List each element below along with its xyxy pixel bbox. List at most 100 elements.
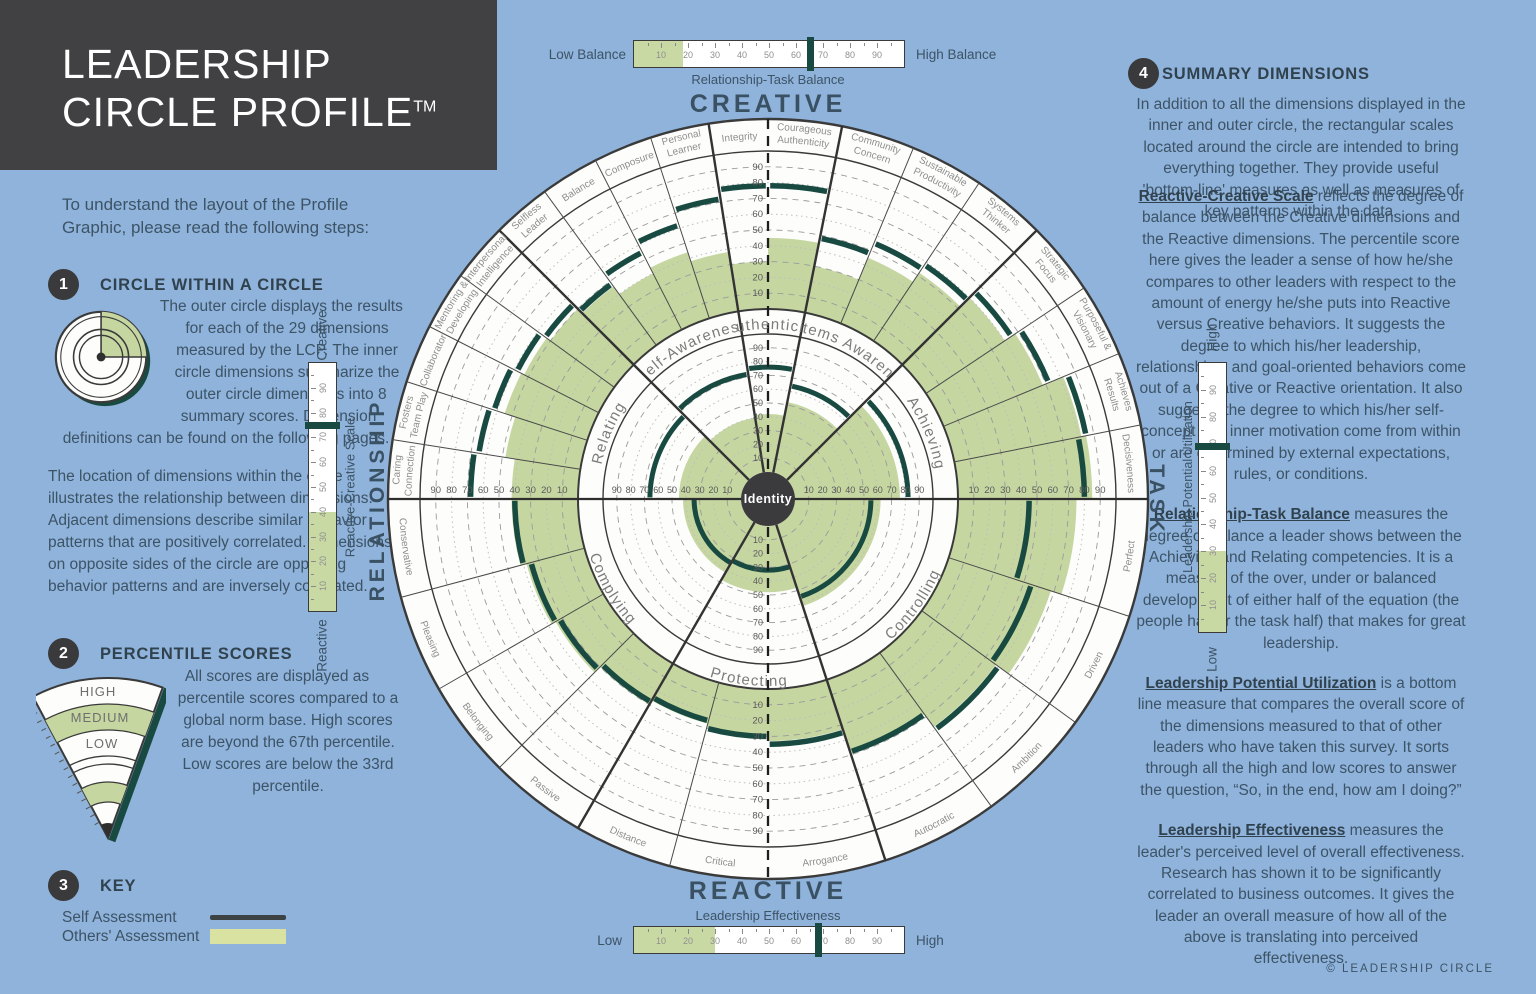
- wedge-ruler-tick: [67, 774, 73, 779]
- outer-others-sectors: [504, 237, 1093, 752]
- scale-tick: [661, 43, 662, 48]
- svg-text:60: 60: [653, 485, 663, 495]
- scale-tick: [1201, 564, 1204, 566]
- scale-tick-label: 60: [317, 457, 328, 468]
- scale-tick-label: 40: [1207, 519, 1218, 530]
- legend-self-row: Self Assessment: [62, 908, 342, 927]
- step1-para1: The outer circle displays the results fo…: [62, 298, 403, 447]
- wedge-ruler-tick: [54, 751, 60, 755]
- svg-text:40: 40: [752, 241, 763, 252]
- step1-para2: The location of dimensions within the ci…: [48, 468, 392, 595]
- scale-tick-label: 60: [790, 936, 802, 946]
- svg-text:30: 30: [695, 485, 705, 495]
- svg-text:60: 60: [478, 485, 489, 496]
- scale-tick: [311, 437, 316, 439]
- svg-text:10: 10: [722, 485, 732, 495]
- outer-self-arcs: [467, 183, 1089, 754]
- scale-tick: [877, 43, 878, 48]
- scale-tick: [311, 573, 314, 575]
- wedge-band-line: [72, 763, 134, 774]
- scale-tick: [311, 511, 316, 513]
- bottom-scale-name: Leadership Effectiveness: [695, 908, 841, 923]
- top-scale-name: Relationship-Task Balance: [691, 72, 845, 87]
- scale-tick: [1201, 510, 1204, 512]
- wedge-ruler-tick: [50, 743, 56, 747]
- scale-tick: [863, 43, 865, 46]
- donut-center-dot: [96, 352, 106, 362]
- svg-text:10: 10: [804, 485, 814, 495]
- svg-text:20: 20: [753, 549, 763, 559]
- scale-tick: [1201, 470, 1206, 472]
- summary-section-title: Leadership Effectiveness: [1158, 822, 1346, 840]
- scale-tick-label: 90: [1207, 384, 1218, 395]
- step4-badge: 4: [1128, 58, 1159, 89]
- legend-others-row: Others' Assessment: [62, 927, 342, 946]
- svg-text:50: 50: [753, 590, 763, 600]
- svg-text:70: 70: [752, 193, 763, 204]
- wedge-ruler-tick: [81, 798, 87, 802]
- svg-text:80: 80: [753, 357, 763, 367]
- scale-marker: [1195, 443, 1230, 451]
- scale-tick: [715, 43, 716, 48]
- svg-text:80: 80: [753, 631, 763, 641]
- scale-tick-label: 30: [709, 936, 721, 946]
- scale-tick: [311, 586, 316, 588]
- svg-text:50: 50: [494, 485, 505, 496]
- svg-text:20: 20: [984, 485, 995, 496]
- scale-tick-label: 10: [655, 936, 667, 946]
- scale-tick: [311, 536, 316, 538]
- title-line1: LEADERSHIP: [62, 41, 332, 87]
- scale-tick: [311, 524, 314, 526]
- inner-others-sectors: [678, 402, 900, 607]
- scale-tick-label: 80: [844, 50, 856, 60]
- scale-tick: [311, 449, 314, 451]
- scale-tick: [890, 929, 892, 932]
- scale-tick-label: 20: [682, 50, 694, 60]
- scale-tick-label: 30: [709, 50, 721, 60]
- scale-tick-label: 80: [1207, 411, 1218, 422]
- scale-tick: [1201, 389, 1206, 391]
- svg-text:70: 70: [639, 485, 649, 495]
- svg-text:90: 90: [753, 343, 763, 353]
- svg-text:10: 10: [752, 700, 763, 711]
- wedge-ruler-tick: [45, 735, 51, 739]
- svg-text:40: 40: [753, 576, 763, 586]
- octant-boundaries: [498, 123, 1038, 861]
- step1-badge: 1: [48, 269, 79, 300]
- wedge-band-line: [69, 755, 137, 767]
- scale-tick: [1201, 457, 1204, 459]
- creative-region-label: CREATIVE: [689, 90, 847, 118]
- svg-text:50: 50: [752, 225, 763, 236]
- scale-tick: [311, 499, 314, 501]
- scale-tick: [661, 929, 662, 934]
- svg-text:70: 70: [1063, 485, 1074, 496]
- wedge-band-line: [90, 801, 121, 807]
- scale-tick: [877, 929, 878, 934]
- scale-marker: [806, 37, 814, 71]
- wedge-lower-green-band: [81, 782, 128, 807]
- svg-text:60: 60: [753, 384, 763, 394]
- svg-text:60: 60: [873, 485, 883, 495]
- step4-heading: SUMMARY DIMENSIONS: [1162, 65, 1370, 83]
- svg-text:10: 10: [752, 288, 763, 299]
- wedge-ruler-tick: [72, 782, 78, 786]
- scale-tick: [311, 412, 316, 414]
- left-scale-reactive-label: Reactive: [314, 619, 330, 672]
- scale-tick-label: 90: [317, 382, 328, 393]
- identity-circle: [741, 472, 795, 526]
- svg-text:90: 90: [1095, 485, 1106, 496]
- scale-tick: [1201, 605, 1206, 607]
- summary-dimensions-intro: In addition to all the dimensions displa…: [1136, 96, 1466, 220]
- scale-tick: [311, 462, 316, 464]
- svg-text:30: 30: [831, 485, 841, 495]
- scale-tick: [1201, 618, 1204, 620]
- svg-text:90: 90: [753, 645, 763, 655]
- inner-self-arcs: [647, 364, 911, 599]
- scale-tick: [701, 43, 703, 46]
- wedge-shadow: [108, 687, 166, 843]
- wedge-band-line: [56, 729, 146, 744]
- svg-text:90: 90: [914, 485, 924, 495]
- svg-text:70: 70: [462, 485, 473, 496]
